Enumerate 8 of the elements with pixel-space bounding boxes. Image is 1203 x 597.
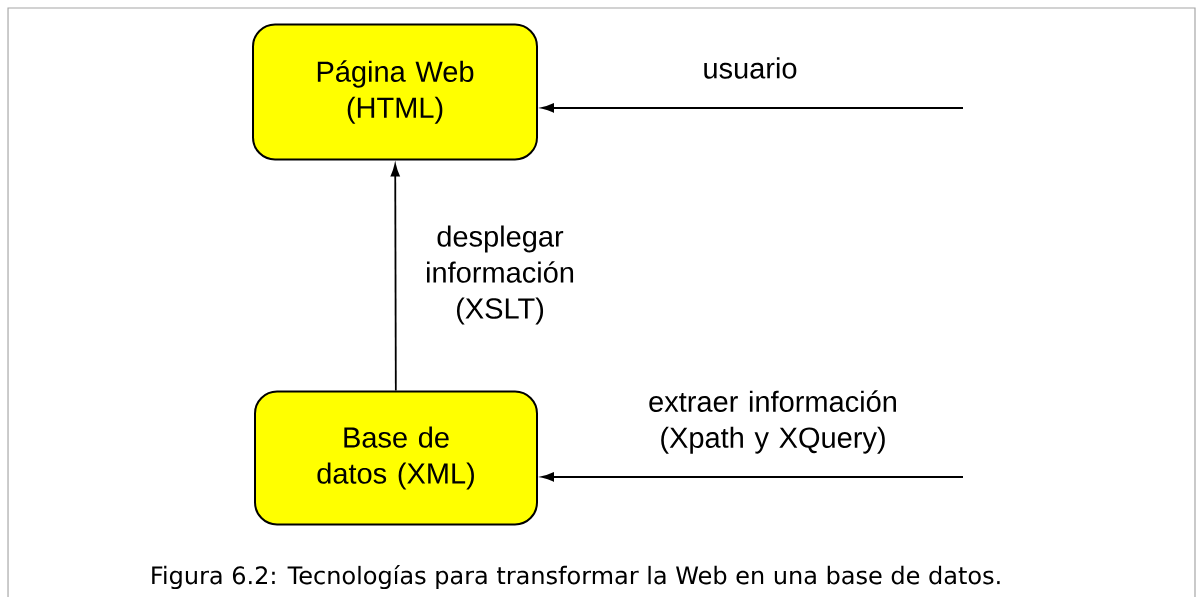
process-box: Base de datos (XML) (254, 390, 538, 526)
caption: Figura 6.2: Tecnologías para transformar la Web en una base de datos. (152, 564, 1000, 590)
arrow (541, 103, 964, 113)
arrow (541, 472, 964, 482)
edge-label: extraer información (Xpath y XQuery) (649, 390, 896, 454)
edge-label: desplegar información (XSLT) (427, 225, 574, 325)
process-box: Página Web (HTML) (252, 23, 538, 161)
edge-label: usuario (704, 57, 797, 79)
